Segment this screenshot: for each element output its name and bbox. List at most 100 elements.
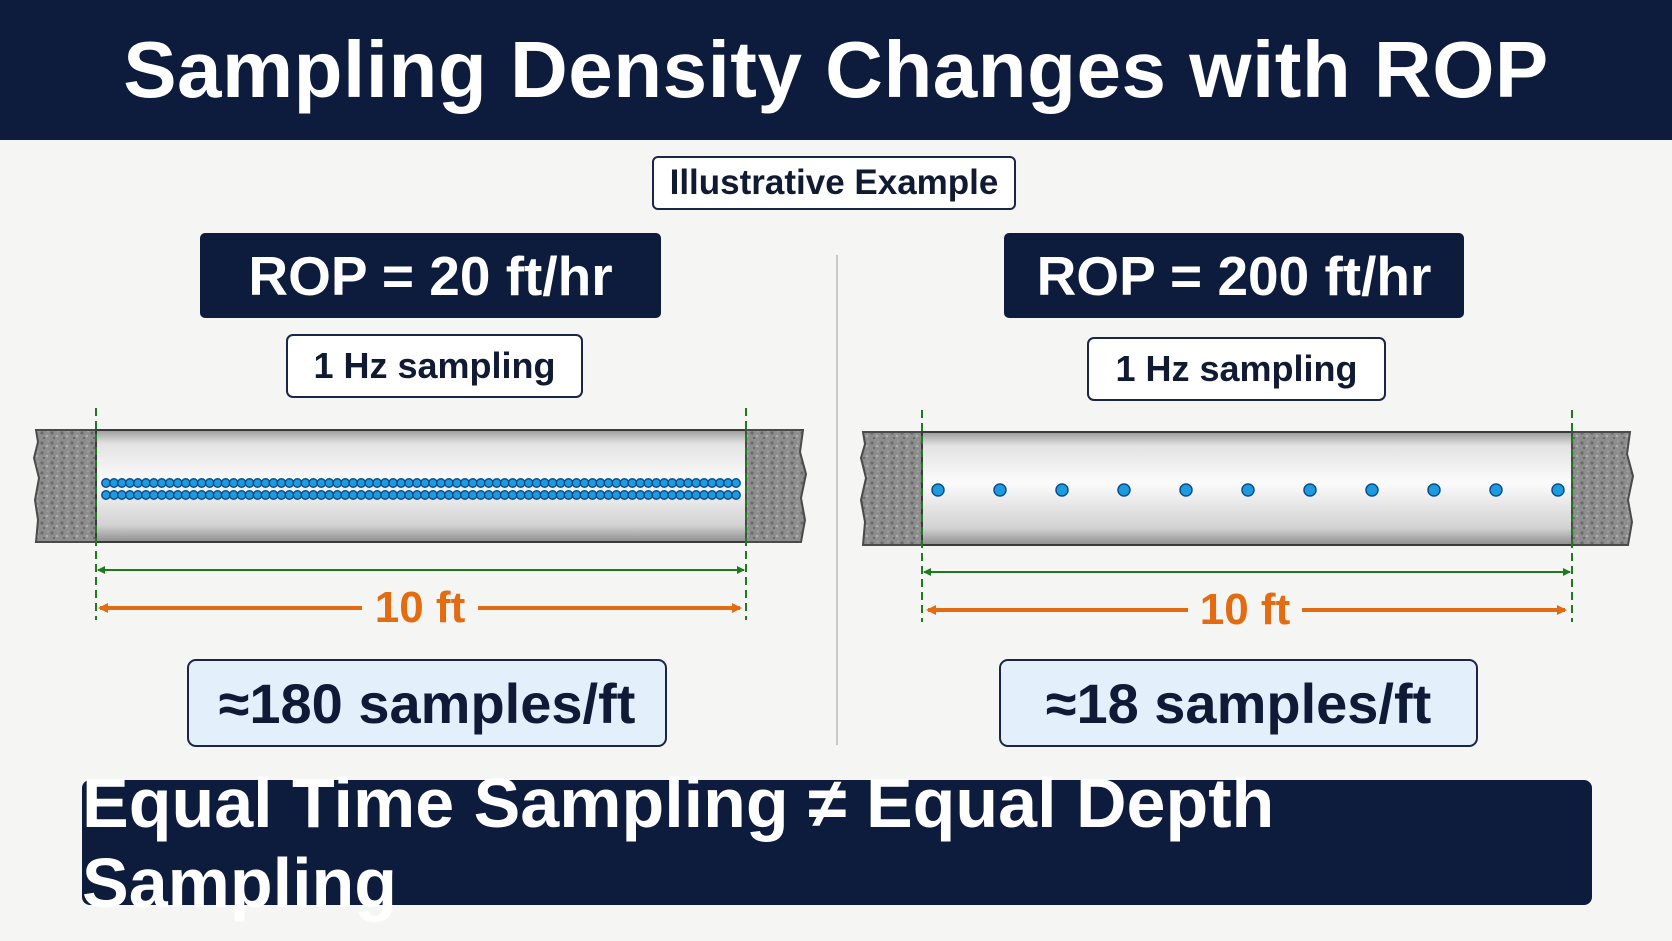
sample-dot (1303, 483, 1317, 497)
conclusion-banner: Equal Time Sampling ≠ Equal Depth Sampli… (82, 764, 1592, 922)
sample-dot (563, 478, 574, 488)
sample-dot (1365, 483, 1379, 497)
sample-dot (212, 478, 223, 488)
sample-dot (531, 478, 542, 488)
sample-dot (683, 478, 694, 488)
sample-dot (124, 490, 135, 500)
sample-dot (420, 490, 430, 500)
sample-dot (109, 478, 119, 488)
sample-dot (699, 478, 710, 488)
rop-label-right: ROP = 200 ft/hr (1004, 233, 1464, 318)
sample-dot (579, 490, 590, 500)
sample-dot (308, 490, 319, 500)
sample-dot (1551, 483, 1565, 497)
page-title: Sampling Density Changes with ROP (123, 25, 1549, 114)
sample-dot (691, 478, 702, 488)
sample-dot (101, 478, 111, 488)
sample-dot (603, 490, 614, 500)
sample-dot (515, 478, 526, 488)
sample-dot (268, 490, 279, 500)
sample-dot (364, 478, 375, 488)
sample-dot (547, 490, 558, 500)
sample-dot (1241, 483, 1255, 497)
sample-dot (667, 490, 678, 500)
sample-dot (555, 478, 566, 488)
sample-dot (164, 490, 175, 500)
sample-dot (340, 478, 351, 488)
sample-dot (659, 478, 670, 488)
sample-dot (627, 490, 638, 500)
sample-dot (124, 478, 135, 488)
sample-dot (372, 490, 383, 500)
sample-dot (611, 490, 622, 500)
pipe-right: 10 ft (859, 410, 1635, 634)
sample-dot (396, 490, 407, 500)
sample-dot (148, 490, 159, 500)
sample-dot (643, 490, 654, 500)
sample-dot (467, 490, 478, 500)
sample-dot (428, 478, 438, 488)
sample-dot (675, 490, 686, 500)
sample-dot (627, 478, 638, 488)
sample-dot (595, 478, 606, 488)
sample-dot (683, 490, 694, 500)
panel-divider (836, 255, 838, 745)
sample-dot (180, 490, 191, 500)
sample-dot (412, 490, 422, 500)
sample-dot (228, 478, 239, 488)
sample-dot (380, 490, 391, 500)
sample-dot (316, 490, 327, 500)
sample-dot (276, 478, 287, 488)
sample-dot (443, 478, 454, 488)
sample-dot (435, 478, 446, 488)
sample-dot (116, 478, 127, 488)
sample-dot (563, 490, 574, 500)
sample-dot (332, 490, 343, 500)
sample-dot (435, 490, 446, 500)
sample-dot (993, 483, 1007, 497)
sample-dot (595, 490, 606, 500)
sample-dot (236, 478, 247, 488)
sample-dot (220, 490, 231, 500)
sample-dot (140, 478, 151, 488)
sample-dot (491, 490, 502, 500)
sample-dot (507, 490, 518, 500)
sample-dot (571, 490, 582, 500)
sample-dot (252, 478, 263, 488)
sample-dot (228, 490, 239, 500)
sample-dot (204, 490, 215, 500)
sample-dot (731, 490, 741, 500)
sample-dot (404, 478, 414, 488)
sample-dot (324, 490, 335, 500)
sample-dot (459, 490, 470, 500)
sample-dot (101, 490, 111, 500)
sample-dot (252, 490, 263, 500)
sample-dot (300, 478, 311, 488)
sample-dot (388, 478, 399, 488)
sample-dot (723, 478, 733, 488)
sample-dot (356, 478, 367, 488)
sample-dot (475, 490, 486, 500)
sample-dot (723, 490, 733, 500)
sample-dot (116, 490, 127, 500)
sample-dot (404, 490, 414, 500)
sample-dot (443, 490, 454, 500)
sample-dots-right (931, 483, 1565, 497)
sample-dot (459, 478, 470, 488)
sample-dot (507, 478, 518, 488)
sample-dot (643, 478, 654, 488)
sample-dot (691, 490, 702, 500)
sample-dot (412, 478, 422, 488)
sample-dot (1427, 483, 1441, 497)
sample-dot (483, 478, 494, 488)
sample-dot (531, 490, 542, 500)
sample-dot (475, 478, 486, 488)
sample-dot (156, 490, 167, 500)
sample-dot (731, 478, 741, 488)
sample-dot (284, 478, 295, 488)
sample-dot (619, 478, 630, 488)
density-label-right: ≈18 samples/ft (999, 659, 1478, 747)
sample-dot (1117, 483, 1131, 497)
sample-dot (635, 478, 646, 488)
